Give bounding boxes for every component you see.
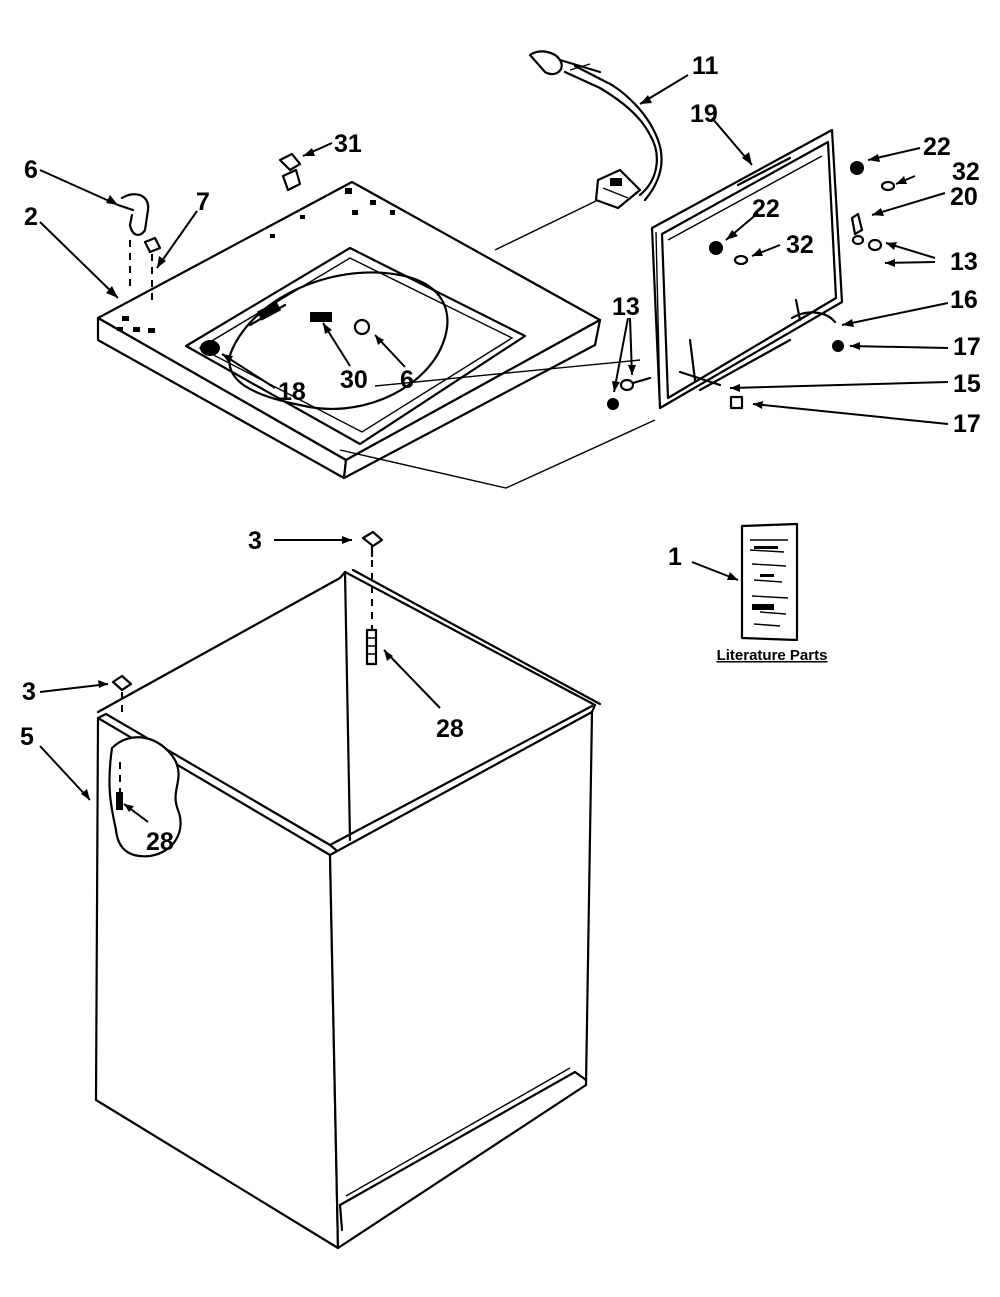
label-17-lower: 17 — [953, 410, 981, 438]
bumper-22-middle — [709, 241, 723, 255]
label-6: 6 — [24, 156, 38, 184]
literature-booklet — [740, 522, 799, 642]
label-30: 30 — [340, 366, 368, 394]
label-20: 20 — [950, 183, 978, 211]
label-3-left: 3 — [22, 678, 36, 706]
label-16: 16 — [950, 286, 978, 314]
label-7: 7 — [196, 188, 210, 216]
lid-19 — [650, 128, 896, 410]
label-18: 18 — [278, 378, 306, 406]
screws-13-left — [607, 376, 652, 410]
label-5: 5 — [20, 723, 34, 751]
label-8: 6 — [400, 366, 414, 394]
label-13-right: 13 — [950, 248, 978, 276]
clip-3-left — [111, 674, 133, 718]
part-6-hinge — [116, 193, 150, 290]
cabinet — [94, 568, 602, 1250]
part-7-pin — [143, 236, 162, 333]
screw-32-upper — [880, 180, 896, 192]
leader-arrows — [39, 74, 949, 823]
label-19: 19 — [690, 100, 718, 128]
label-1: 1 — [668, 543, 682, 571]
label-22-upper: 22 — [923, 133, 951, 161]
literature-caption: Literature Parts — [717, 647, 828, 664]
label-11: 11 — [692, 52, 719, 80]
screw-32-middle — [733, 254, 749, 266]
label-15: 15 — [953, 370, 981, 398]
nut-17-upper — [832, 340, 844, 352]
label-28-center: 28 — [436, 715, 464, 743]
part-20 — [850, 212, 864, 236]
clip-3-center — [361, 530, 384, 558]
label-31: 31 — [334, 130, 362, 158]
washer-top — [96, 180, 656, 489]
label-3-center: 3 — [248, 527, 262, 555]
label-32-middle: 32 — [786, 231, 814, 259]
label-2: 2 — [24, 203, 38, 231]
screw-28-center — [365, 560, 378, 666]
label-13-left: 13 — [612, 293, 640, 321]
label-17-upper: 17 — [953, 333, 981, 361]
screw-28-left — [116, 762, 123, 810]
label-22-middle: 22 — [752, 195, 780, 223]
part-30 — [310, 312, 332, 322]
lid-switch-18 — [200, 301, 287, 356]
grommet-8-top — [353, 318, 371, 336]
wire-harness-11 — [528, 50, 663, 210]
label-28-left: 28 — [146, 828, 174, 856]
nut-17-lower — [729, 395, 744, 410]
label-32-upper: 32 — [952, 158, 980, 186]
bumper-22-upper — [850, 161, 864, 175]
screws-13-right — [851, 234, 883, 252]
part-number-labels: 6 2 7 31 11 19 22 32 20 22 32 13 16 17 1… — [20, 52, 981, 856]
part-31-clip — [278, 152, 302, 192]
